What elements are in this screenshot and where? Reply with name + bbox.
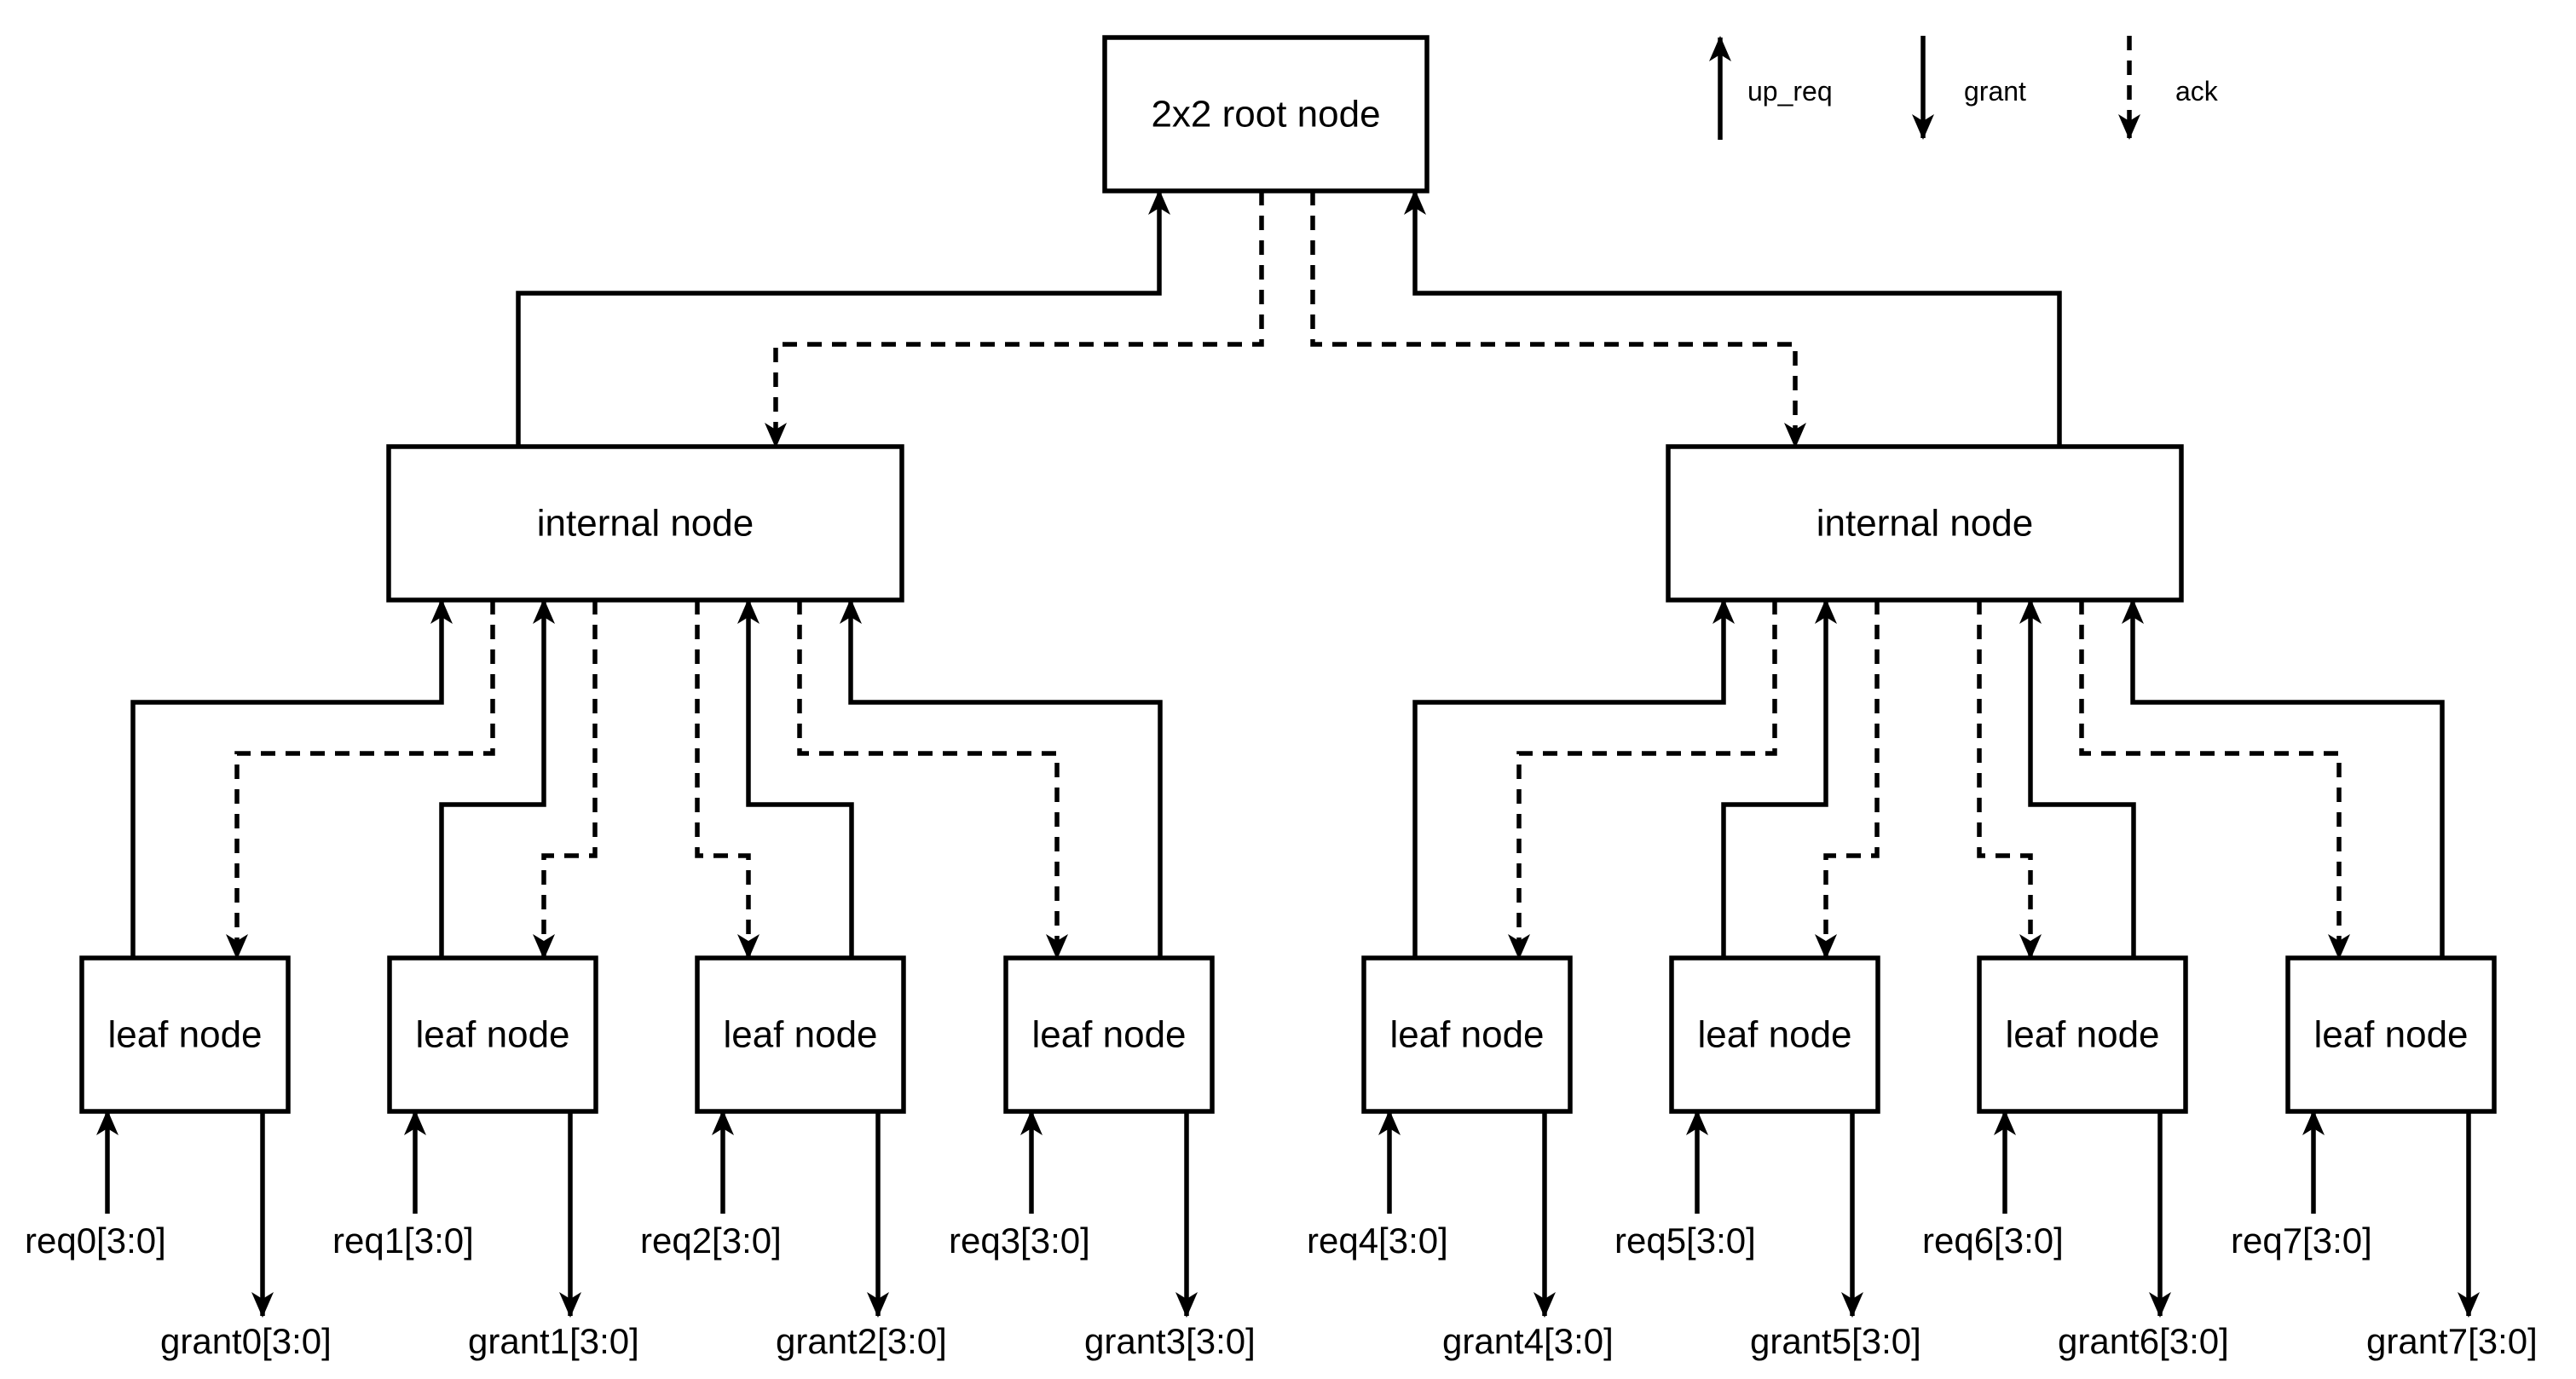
legend-ack-label: ack: [2175, 76, 2219, 107]
leaf-node-label: leaf node: [1697, 1014, 1851, 1056]
req-label-6: req6[3:0]: [1922, 1220, 2064, 1261]
leaf-node-label: leaf node: [1389, 1014, 1544, 1056]
up-req-wire: [1721, 598, 1837, 958]
up-req-wire: [840, 598, 1163, 958]
leaf-node-0: leaf node: [79, 955, 291, 1114]
up-req-wire: [2019, 598, 2136, 958]
ack-wire: [765, 191, 1264, 448]
legend-up-req-label: up_req: [1747, 76, 1833, 107]
leaf-node-1: leaf node: [387, 955, 598, 1114]
req-label-0: req0[3:0]: [25, 1220, 166, 1261]
leaf-node-4: leaf node: [1361, 955, 1573, 1114]
up-req-wire: [516, 189, 1170, 447]
leaf-node-7: leaf node: [2285, 955, 2497, 1114]
leaf-node-box: [1669, 955, 1880, 1114]
leaf-node-box: [1977, 955, 2188, 1114]
internal-node-box: [1666, 444, 2184, 603]
leaf-node-box: [387, 955, 598, 1114]
up-req-wire: [439, 598, 555, 958]
leaf-node-2: leaf node: [695, 955, 906, 1114]
internal-node-label: internal node: [537, 503, 754, 545]
internal-node-right: internal node: [1666, 444, 2184, 603]
up-req-wire: [1412, 598, 1735, 958]
leaf-node-box: [2285, 955, 2497, 1114]
req-label-7: req7[3:0]: [2231, 1220, 2372, 1261]
leaf-node-5: leaf node: [1669, 955, 1880, 1114]
grant-label-5: grant5[3:0]: [1750, 1321, 1921, 1361]
internal-node-left: internal node: [386, 444, 904, 603]
internal-node-box: [386, 444, 904, 603]
req-label-1: req1[3:0]: [332, 1220, 474, 1261]
req-label-4: req4[3:0]: [1307, 1220, 1448, 1261]
ack-wire: [1815, 600, 1880, 960]
connection-wires: [96, 189, 2480, 1318]
ack-wire: [695, 600, 760, 960]
leaf-node-box: [1003, 955, 1215, 1114]
grant-label-0: grant0[3:0]: [160, 1321, 332, 1361]
ack-wire: [1508, 600, 1777, 960]
grant-label-3: grant3[3:0]: [1084, 1321, 1256, 1361]
internal-node-label: internal node: [1816, 503, 2033, 545]
leaf-node-label: leaf node: [107, 1014, 262, 1056]
leaf-node-label: leaf node: [415, 1014, 569, 1056]
up-req-wire: [2122, 598, 2445, 958]
ack-wire: [533, 600, 598, 960]
grant-label-6: grant6[3:0]: [2058, 1321, 2229, 1361]
leaf-node-label: leaf node: [1031, 1014, 1186, 1056]
root-node-label: 2x2 root node: [1151, 94, 1380, 136]
ack-wire: [797, 600, 1068, 960]
req-label-5: req5[3:0]: [1614, 1220, 1756, 1261]
req-label-3: req3[3:0]: [949, 1220, 1090, 1261]
leaf-node-6: leaf node: [1977, 955, 2188, 1114]
leaf-node-3: leaf node: [1003, 955, 1215, 1114]
grant-label-1: grant1[3:0]: [468, 1321, 639, 1361]
ack-wire: [1977, 600, 2042, 960]
legend: up_req grant ack: [1709, 36, 2219, 140]
req-label-2: req2[3:0]: [640, 1220, 782, 1261]
ack-wire: [1310, 191, 1806, 448]
grant-label-7: grant7[3:0]: [2366, 1321, 2538, 1361]
leaf-node-box: [695, 955, 906, 1114]
ack-wire: [226, 600, 495, 960]
leaf-node-label: leaf node: [723, 1014, 877, 1056]
grant-outputs: grant0[3:0] grant1[3:0] grant2[3:0] gran…: [160, 1321, 2538, 1361]
leaf-node-label: leaf node: [2313, 1014, 2468, 1056]
up-req-wire: [1404, 189, 2062, 447]
leaf-node-box: [79, 955, 291, 1114]
root-node-box: [1102, 35, 1430, 193]
legend-grant-label: grant: [1964, 76, 2026, 107]
up-req-wire: [737, 598, 854, 958]
request-inputs: req0[3:0] req1[3:0] req2[3:0] req3[3:0] …: [25, 1220, 2372, 1261]
grant-label-2: grant2[3:0]: [776, 1321, 947, 1361]
leaf-node-label: leaf node: [2005, 1014, 2159, 1056]
ack-wire: [2079, 600, 2350, 960]
grant-label-4: grant4[3:0]: [1442, 1321, 1614, 1361]
leaf-node-box: [1361, 955, 1573, 1114]
up-req-wire: [130, 598, 453, 958]
root-node: 2x2 root node: [1102, 35, 1430, 193]
